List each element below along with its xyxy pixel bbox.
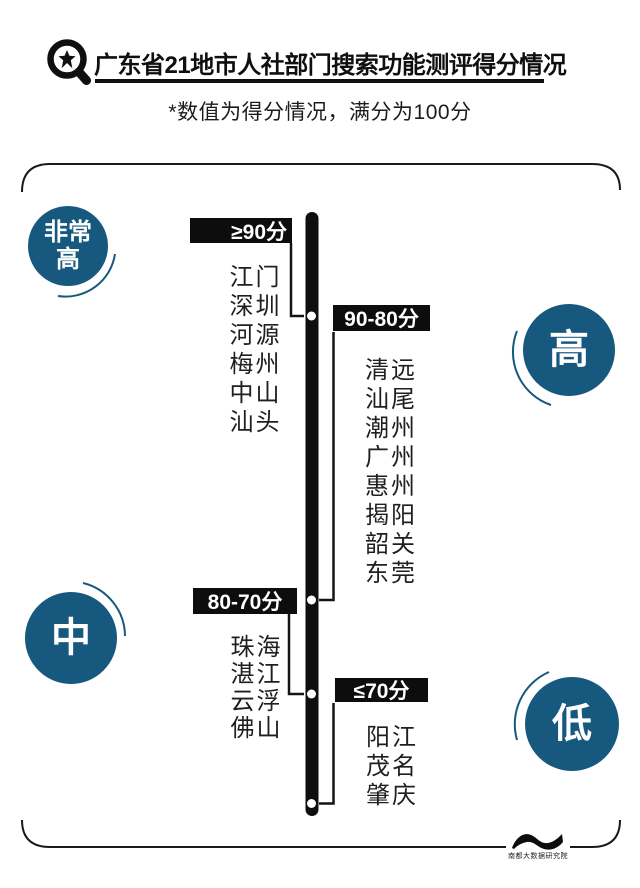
city-item: 揭阳	[365, 502, 417, 529]
frame-border	[21, 163, 621, 848]
bracket-connectors	[287, 243, 335, 805]
city-item: 汕尾	[365, 386, 417, 413]
frame-top	[21, 163, 621, 193]
tier-label-medium: 中	[51, 616, 91, 660]
page-subtitle: *数值为得分情况，满分为100分	[168, 101, 472, 124]
city-item: 茂名	[366, 753, 418, 780]
city-item: 珠海	[230, 634, 283, 661]
city-item: 江门	[229, 264, 282, 291]
tier-label-high: 高	[549, 328, 589, 372]
tier-label-very-high: 非常高	[44, 219, 92, 273]
city-list-ge90: 江门 深圳 河源 梅州 中山 汕头	[225, 263, 286, 437]
page-title: 广东省21地市人社部门搜索功能测评得分情况	[94, 52, 567, 79]
city-list-90-80: 清远 汕尾 潮州 广州 惠州 揭阳 韶关 东莞	[361, 356, 421, 588]
city-item: 阳江	[366, 724, 418, 751]
city-item: 惠州	[365, 473, 417, 500]
tier-circle-high	[523, 304, 615, 396]
city-list-80-70: 珠海 湛江 云浮 佛山	[226, 634, 287, 742]
dot-90	[307, 311, 316, 321]
tier-circle-low	[525, 677, 619, 771]
city-item: 深圳	[229, 293, 282, 320]
tier-arc-very-high	[57, 253, 116, 298]
bracket-group-4	[319, 703, 335, 805]
dot-70	[307, 689, 316, 699]
dot-end	[307, 799, 316, 808]
frame-bottom-right	[570, 819, 621, 848]
tier-circle-medium	[25, 592, 117, 684]
bracket-group-3	[287, 614, 304, 696]
city-item: 中山	[229, 380, 282, 407]
tier-circle-very-high	[28, 206, 108, 286]
magnifier-star-icon	[47, 39, 91, 85]
tier-label-low: 低	[552, 702, 592, 746]
frame-bottom-left	[21, 819, 506, 848]
bracket-group-2	[319, 332, 335, 602]
city-item: 云浮	[230, 688, 283, 715]
footer-credit: 南都大数据研究院	[508, 853, 568, 860]
city-item: 东莞	[365, 560, 417, 587]
tier-arc-medium	[82, 582, 126, 637]
wave-swoosh-logo	[512, 834, 563, 850]
tier-circles	[25, 206, 619, 771]
range-badge-90-80: 90-80分	[333, 305, 430, 331]
city-item: 韶关	[365, 531, 417, 558]
city-item: 佛山	[230, 715, 283, 742]
city-item: 广州	[365, 444, 417, 471]
city-item: 梅州	[229, 351, 282, 378]
range-badge-80-70: 80-70分	[193, 588, 297, 614]
city-item: 潮州	[365, 415, 417, 442]
timeline-dots	[307, 311, 316, 808]
tier-arc-high	[512, 330, 552, 406]
city-list-le70: 阳江 茂名 肇庆	[362, 723, 422, 810]
range-badge-ge90: ≥90分	[190, 218, 292, 244]
timeline-bar	[305, 212, 319, 816]
city-item: 清远	[365, 357, 417, 384]
tier-arc-low	[513, 671, 550, 741]
city-item: 肇庆	[366, 782, 418, 809]
city-item: 汕头	[229, 409, 282, 436]
title-underline	[95, 79, 544, 83]
city-item: 湛江	[230, 661, 283, 688]
bracket-group-1	[289, 243, 304, 318]
city-item: 河源	[229, 322, 282, 349]
dot-80	[307, 595, 316, 605]
range-badge-le70: ≤70分	[335, 678, 428, 703]
